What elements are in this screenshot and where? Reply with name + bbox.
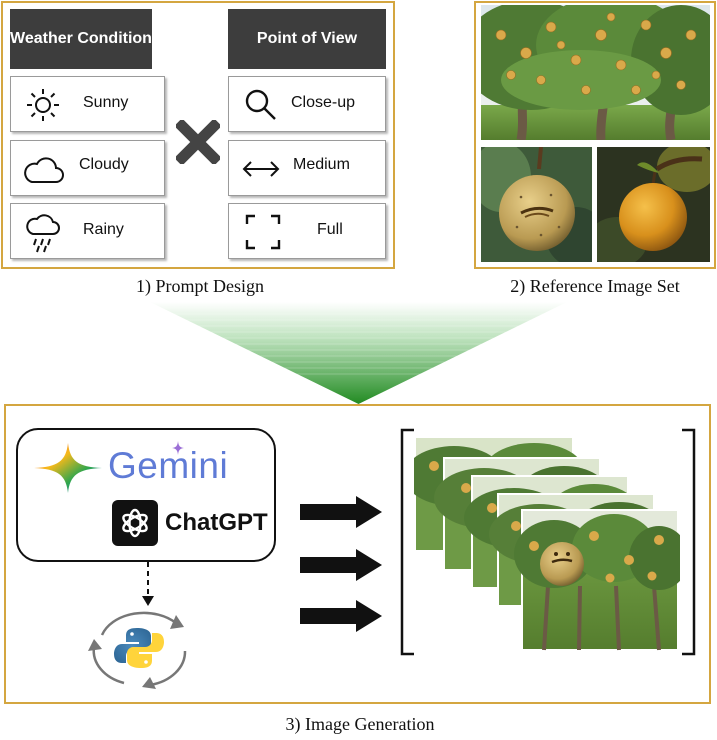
- right-arrow-2: [300, 549, 382, 581]
- full-label: Full: [317, 221, 343, 239]
- right-arrow-1: [300, 496, 382, 528]
- double-arrow-icon: [241, 157, 281, 181]
- prompt-design-caption: 1) Prompt Design: [80, 276, 320, 297]
- right-arrow-3: [300, 600, 382, 632]
- weather-condition-header: Weather Condition: [10, 9, 152, 69]
- cloud-icon: [23, 153, 65, 185]
- funnel-arrow: [150, 302, 567, 404]
- view-option-close-up: Close-up: [228, 76, 386, 132]
- point-of-view-header: Point of View: [228, 9, 386, 69]
- chatgpt-logo-icon: [112, 500, 158, 546]
- sun-icon: [25, 87, 61, 123]
- multiply-icon: [176, 120, 220, 164]
- medium-label: Medium: [293, 156, 350, 174]
- gemini-label: Gemini: [108, 445, 228, 487]
- weather-option-rainy: Rainy: [10, 203, 165, 259]
- magnifier-icon: [243, 87, 279, 123]
- right-bracket: [680, 428, 696, 656]
- healthy-pear-image: [597, 147, 710, 262]
- rain-cloud-icon: [25, 212, 61, 254]
- small-sparkle-icon: [172, 441, 184, 455]
- weather-option-cloudy: Cloudy: [10, 140, 165, 196]
- dashed-down-arrow: [141, 562, 155, 608]
- chatgpt-label: ChatGPT: [165, 509, 268, 537]
- cloudy-label: Cloudy: [79, 156, 129, 174]
- generated-image-stack: [414, 436, 680, 652]
- rainy-label: Rainy: [83, 221, 124, 239]
- view-option-medium: Medium: [228, 140, 386, 196]
- reference-image-caption: 2) Reference Image Set: [474, 276, 716, 297]
- close-up-label: Close-up: [291, 94, 355, 112]
- sunny-label: Sunny: [83, 94, 128, 112]
- orchard-reference-image: [481, 5, 710, 140]
- gemini-sparkle-icon: [34, 443, 102, 493]
- view-option-full: Full: [228, 203, 386, 259]
- damaged-pear-image: [481, 147, 592, 262]
- image-generation-caption: 3) Image Generation: [160, 714, 560, 735]
- weather-option-sunny: Sunny: [10, 76, 165, 132]
- python-cycle-icon: [80, 605, 198, 691]
- frame-corners-icon: [245, 214, 281, 250]
